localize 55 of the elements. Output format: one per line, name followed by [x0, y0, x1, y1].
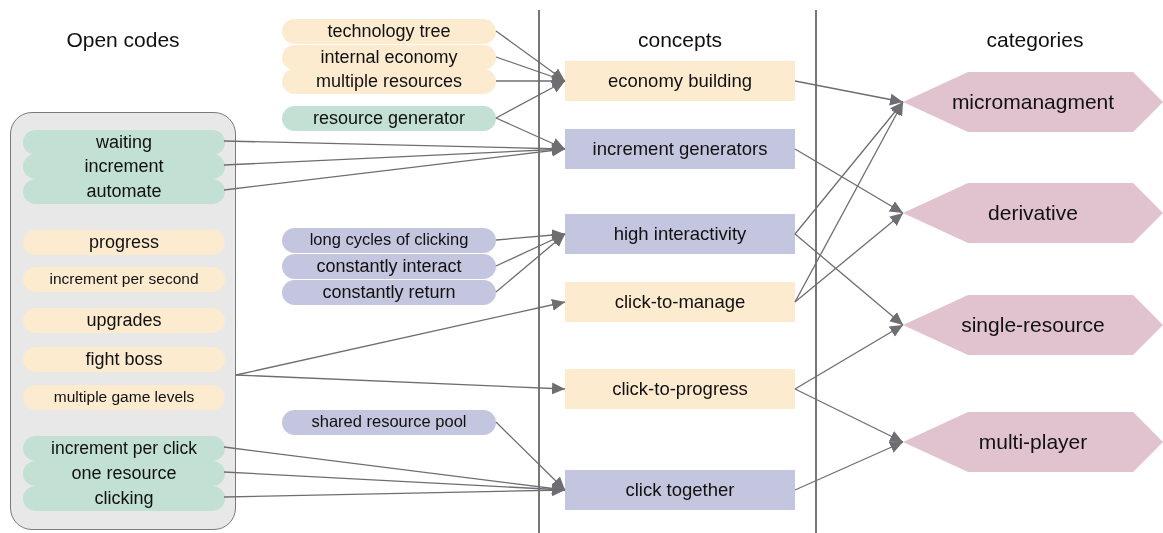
- arrow: [794, 388, 904, 443]
- category-hexagon: single-resource: [903, 295, 1163, 355]
- arrow: [495, 80, 566, 119]
- arrow: [495, 56, 566, 83]
- concept-box: economy building: [565, 61, 795, 101]
- code-pill: one resource: [23, 460, 225, 486]
- arrow: [223, 484, 566, 498]
- code-pill: multiple game levels: [23, 384, 225, 410]
- code-pill: constantly interact: [282, 253, 496, 279]
- arrow: [794, 324, 904, 390]
- code-pill: fight boss: [23, 346, 225, 372]
- code-pill: shared resource pool: [282, 409, 496, 435]
- arrow: [794, 80, 904, 106]
- concept-box: click together: [565, 470, 795, 510]
- concept-box: click-to-manage: [565, 282, 795, 322]
- category-hexagon: multi-player: [903, 412, 1163, 472]
- code-pill: clicking: [23, 485, 225, 511]
- arrow: [794, 101, 904, 303]
- arrow: [794, 101, 904, 235]
- concept-box: increment generators: [565, 129, 795, 169]
- code-pill: constantly return: [282, 279, 496, 305]
- column-heading: concepts: [637, 28, 723, 52]
- arrow: [495, 30, 566, 82]
- code-pill: increment: [23, 153, 225, 179]
- arrow: [495, 229, 566, 242]
- code-group-panel: [10, 112, 236, 530]
- arrow: [495, 117, 566, 150]
- arrow: [794, 441, 904, 491]
- code-pill: technology tree: [282, 18, 496, 44]
- code-pill: increment per second: [23, 266, 225, 292]
- category-hexagon: micromanagment: [903, 72, 1163, 132]
- concept-box: high interactivity: [565, 214, 795, 254]
- arrow: [495, 421, 566, 491]
- code-pill: waiting: [23, 129, 225, 155]
- code-pill: automate: [23, 178, 225, 204]
- code-pill: long cycles of clicking: [282, 227, 496, 253]
- category-hexagon: derivative: [903, 183, 1163, 243]
- arrow: [223, 143, 566, 166]
- arrow: [235, 374, 566, 395]
- code-pill: upgrades: [23, 307, 225, 333]
- arrow: [794, 148, 904, 214]
- code-pill: progress: [23, 229, 225, 255]
- code-pill: internal economy: [282, 44, 496, 70]
- code-pill: resource generator: [282, 105, 496, 131]
- arrow: [794, 233, 904, 326]
- arrow: [794, 212, 904, 303]
- arrow: [495, 233, 566, 293]
- column-heading: categories: [986, 28, 1084, 52]
- arrow: [495, 75, 566, 87]
- code-pill: multiple resources: [282, 68, 496, 94]
- arrow: [223, 144, 566, 191]
- concept-box: click-to-progress: [565, 369, 795, 409]
- arrow: [495, 233, 566, 267]
- code-pill: increment per click: [23, 435, 225, 461]
- column-heading: Open codes: [66, 28, 180, 52]
